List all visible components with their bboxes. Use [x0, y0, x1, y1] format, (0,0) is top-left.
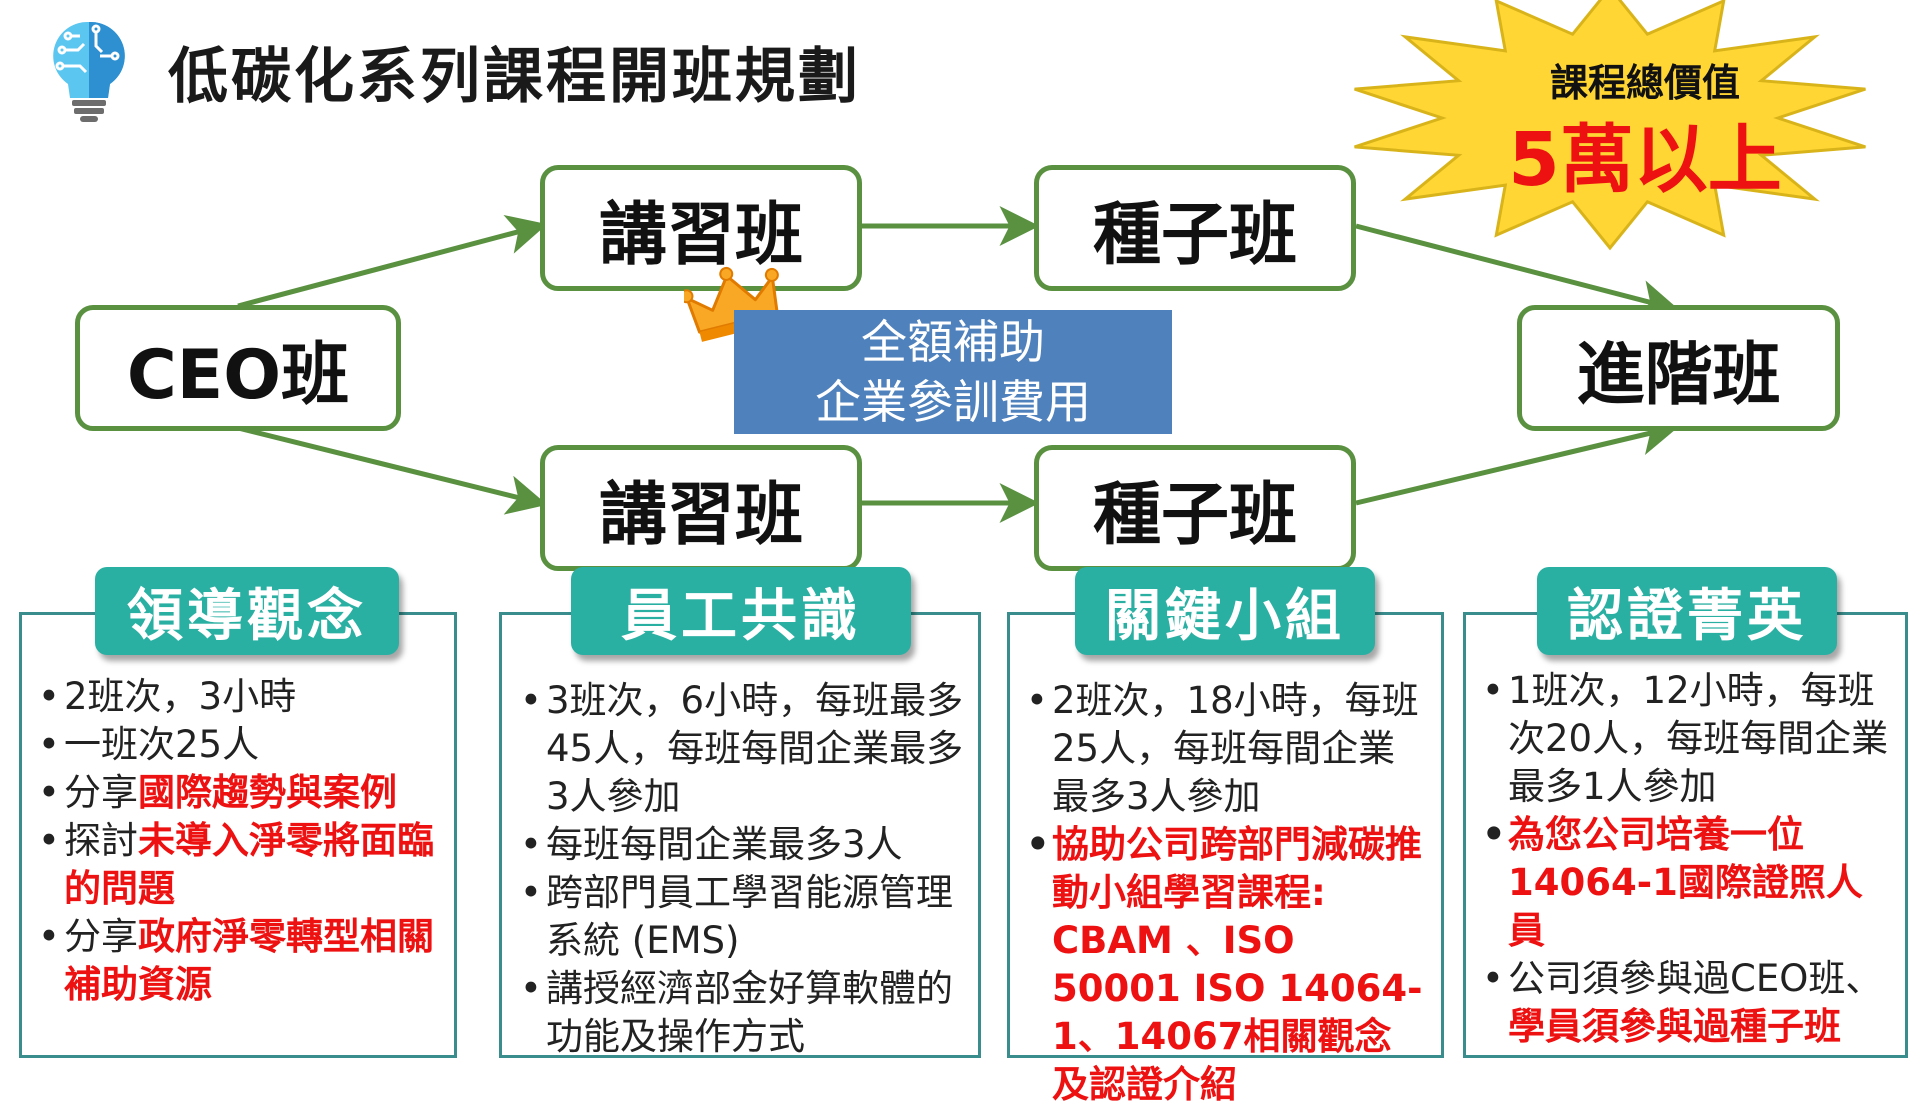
node-lecture-class-top: 講習班 — [540, 165, 862, 291]
list-item: 跨部門員工學習能源管理系統 (EMS) — [520, 869, 964, 965]
certified-list: 1班次，12小時，每班次20人，每班每間企業最多1人參加 為您公司培養一位140… — [1466, 615, 1905, 1051]
badge-leadership: 領導觀念 — [95, 567, 399, 655]
list-item-text: 分享 — [64, 915, 138, 958]
arrow-seed-bottom-to-advanced — [1355, 416, 1680, 506]
subsidy-line-1: 全額補助 — [861, 315, 1045, 369]
node-advanced-class: 進階班 — [1517, 305, 1840, 431]
list-item: 分享國際趨勢與案例 — [38, 769, 440, 817]
badge-key-group: 關鍵小組 — [1075, 567, 1375, 655]
list-item: 為您公司培養一位14064-1國際證照人員 — [1482, 811, 1891, 955]
list-item: 2班次，18小時，每班25人，每班每間企業最多3人參加 — [1026, 677, 1427, 821]
list-item-text: 探討 — [64, 819, 138, 862]
list-item: 每班每間企業最多3人 — [520, 821, 964, 869]
emphasis-text: 未導入淨零將面臨的問題 — [64, 819, 434, 910]
list-item-text: 分享 — [64, 771, 138, 814]
full-subsidy-box: 全額補助 企業參訓費用 — [734, 310, 1172, 434]
course-value-amount: 5萬以上 — [1508, 117, 1782, 203]
lightbulb-circuit-icon — [44, 16, 134, 126]
panel-leadership: 2班次，3小時 一班次25人 分享國際趨勢與案例 探討未導入淨零將面臨的問題 分… — [19, 612, 457, 1058]
leadership-list: 2班次，3小時 一班次25人 分享國際趨勢與案例 探討未導入淨零將面臨的問題 分… — [22, 615, 454, 1009]
node-ceo-class: CEO班 — [75, 305, 401, 431]
list-item: 2班次，3小時 — [38, 673, 440, 721]
list-item: 一班次25人 — [38, 721, 440, 769]
list-item: 1班次，12小時，每班次20人，每班每間企業最多1人參加 — [1482, 667, 1891, 811]
list-item: 分享政府淨零轉型相關補助資源 — [38, 913, 440, 1009]
node-seed-class-top: 種子班 — [1034, 165, 1356, 291]
node-seed-class-bottom: 種子班 — [1034, 445, 1356, 571]
staff-list: 3班次，6小時，每班最多45人，每班每間企業最多3人參加 每班每間企業最多3人 … — [502, 615, 978, 1061]
course-value-caption: 課程總價值 — [1549, 61, 1740, 105]
list-item: 3班次，6小時，每班最多45人，每班每間企業最多3人參加 — [520, 677, 964, 821]
emphasis-text: 政府淨零轉型相關補助資源 — [64, 915, 434, 1006]
arrow-ceo-to-lecture-top — [237, 214, 548, 309]
arrow-ceo-to-lecture-bottom — [237, 425, 548, 515]
list-item-text: 公司須參與過CEO班、 — [1508, 957, 1883, 1000]
list-item: 協助公司跨部門減碳推動小組學習課程: CBAM 、ISO 50001 ISO 1… — [1026, 821, 1427, 1109]
emphasis-text: 學員須參與過種子班 — [1508, 1005, 1841, 1048]
node-lecture-class-bottom: 講習班 — [540, 445, 862, 571]
panel-certified-elite: 1班次，12小時，每班次20人，每班每間企業最多1人參加 為您公司培養一位140… — [1463, 612, 1908, 1058]
subsidy-line-2: 企業參訓費用 — [815, 375, 1091, 429]
badge-certified-elite: 認證菁英 — [1537, 567, 1837, 655]
badge-staff-consensus: 員工共識 — [571, 567, 911, 655]
course-value-burst — [1340, 0, 1880, 260]
list-item: 講授經濟部金好算軟體的功能及操作方式 — [520, 965, 964, 1061]
page-title: 低碳化系列課程開班規劃 — [168, 42, 861, 112]
emphasis-text: 國際趨勢與案例 — [138, 771, 397, 814]
list-item: 探討未導入淨零將面臨的問題 — [38, 817, 440, 913]
list-item: 公司須參與過CEO班、學員須參與過種子班 — [1482, 955, 1891, 1051]
panel-staff-consensus: 3班次，6小時，每班最多45人，每班每間企業最多3人參加 每班每間企業最多3人 … — [499, 612, 981, 1058]
panel-key-group: 2班次，18小時，每班25人，每班每間企業最多3人參加 協助公司跨部門減碳推動小… — [1007, 612, 1444, 1106]
key-group-list: 2班次，18小時，每班25人，每班每間企業最多3人參加 協助公司跨部門減碳推動小… — [1010, 615, 1441, 1109]
